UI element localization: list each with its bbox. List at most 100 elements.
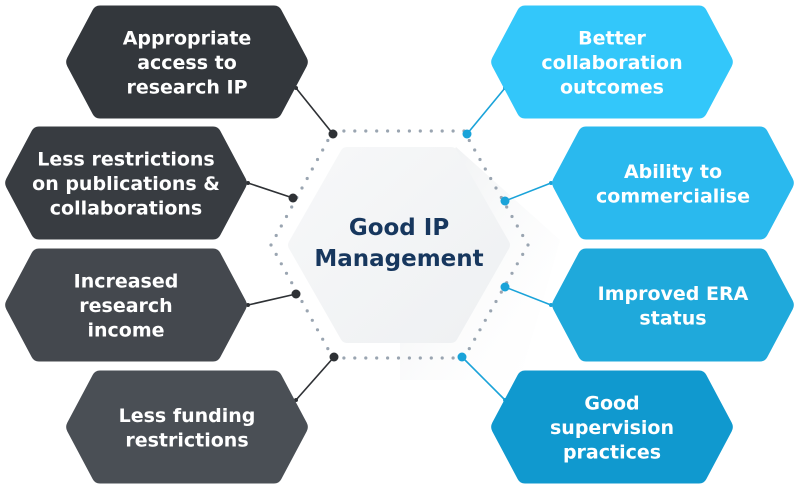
ring-dot [473,148,477,152]
ring-dot [326,138,330,143]
ring-dot [342,129,346,133]
ring-dot [386,356,390,360]
ring-dot [386,129,390,133]
ring-dot [478,328,482,332]
ring-dot [284,271,289,275]
left-connector-dot [291,289,301,299]
ring-dot [305,309,309,313]
ring-dot [321,337,325,341]
left-connector-line [247,293,297,306]
right-connector-dot [500,282,510,292]
ring-dot [521,233,525,238]
left-benefit-shape [5,248,247,362]
right-connector-line [466,87,506,135]
ring-dot [451,129,455,133]
ring-dot [526,243,530,247]
right-benefit-label-line: commercialise [596,185,750,207]
left-benefit-shape [66,5,308,119]
ring-dot [510,271,514,275]
ring-dot [396,356,401,360]
right-benefit-shape [552,248,794,362]
left-benefit-label-line: research IP [126,77,247,99]
ring-dot [489,309,493,313]
ring-dot [483,167,487,171]
right-benefit-label-line: Better [578,28,646,50]
ring-dot [429,129,433,133]
right-benefit-label-line: outcomes [560,77,664,99]
ring-dot [499,290,503,294]
ring-dot [315,328,320,332]
left-benefit-label-line: restrictions [125,429,248,451]
ring-dot [396,129,401,133]
ring-dot [342,356,346,360]
ring-dot [375,356,379,360]
ring-dot [279,262,283,266]
ring-dot [489,176,493,181]
ring-dot [407,129,411,133]
ring-dot [418,129,422,133]
right-benefit-label-line: Improved ERA [598,283,749,305]
ring-dot [300,186,304,190]
right-connector-dot [500,196,510,206]
right-connector-line [504,182,552,202]
ring-dot [326,347,330,351]
ring-dot [505,205,509,209]
ring-dot [483,318,487,322]
right-benefit-shape [491,370,733,484]
left-benefit-label-line: on publications & [32,173,220,195]
ring-dot [515,224,519,228]
ring-dot [407,356,411,360]
ring-dot [353,356,357,360]
ring-dot [321,148,325,152]
right-benefit-label-line: Ability to [624,161,722,183]
left-benefit-label-line: access to [137,52,237,74]
ring-dot [440,356,444,360]
dotted-ring [269,129,530,360]
right-benefit-label-line: collaboration [541,52,682,74]
ring-dot [451,356,455,360]
right-benefit-shape [552,126,794,240]
right-connector-dot [462,129,472,139]
ring-dot [494,299,498,304]
left-benefit-label-line: Appropriate [123,28,252,50]
right-connector-anchor [549,303,553,307]
connectors [246,86,553,402]
ring-dot [440,129,444,133]
ring-dot [467,138,471,143]
center-title-line: Good IP [349,215,449,241]
left-benefit-label-line: research [79,295,172,317]
left-connector-anchor [246,303,250,307]
left-connector-dot [328,129,338,139]
left-connector-line [295,87,334,135]
ring-dot [375,129,379,133]
ring-dot [279,224,283,228]
ring-dot [310,167,314,171]
right-benefit-shape [491,5,733,119]
left-benefit-label-line: collaborations [50,198,203,220]
ring-dot [269,243,273,247]
ring-dot [364,356,368,360]
ring-dot [310,318,314,322]
right-benefit-label-line: supervision [550,417,674,439]
center-hexagon [288,147,510,343]
ring-dot [521,252,525,256]
ring-dot [510,214,514,219]
right-connector-line [504,286,552,306]
ring-dot [364,129,368,133]
right-connector-dot [457,352,467,362]
ring-dot [418,356,422,360]
right-benefit-label-line: practices [563,442,661,464]
left-connector-dot [288,193,298,203]
left-connector-line [247,182,294,199]
